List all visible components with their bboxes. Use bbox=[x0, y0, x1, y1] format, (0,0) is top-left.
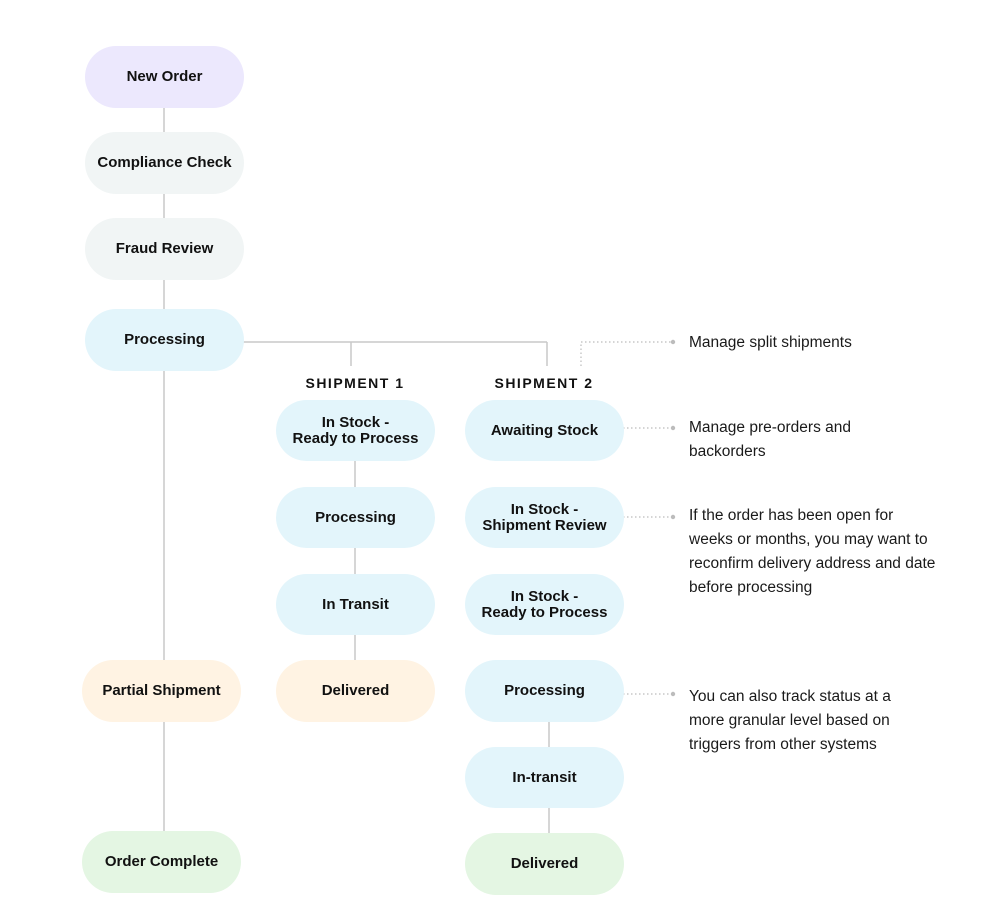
node-order-complete: Order Complete bbox=[82, 831, 241, 893]
node-s2-in-transit: In-transit bbox=[465, 747, 624, 808]
dot-granular bbox=[670, 691, 676, 697]
node-s2-processing: Processing bbox=[465, 660, 624, 722]
node-compliance-check: Compliance Check bbox=[85, 132, 244, 194]
node-processing: Processing bbox=[85, 309, 244, 371]
node-s2-in-stock-ready: In Stock - Ready to Process bbox=[465, 574, 624, 635]
node-new-order: New Order bbox=[85, 46, 244, 108]
dot-split bbox=[670, 339, 676, 345]
node-s1-in-transit: In Transit bbox=[276, 574, 435, 635]
node-s2-in-stock-review: In Stock - Shipment Review bbox=[465, 487, 624, 548]
node-s1-delivered: Delivered bbox=[276, 660, 435, 722]
note-split-shipments: Manage split shipments bbox=[689, 334, 852, 351]
node-partial-shipment: Partial Shipment bbox=[82, 660, 241, 722]
node-fraud-review: Fraud Review bbox=[85, 218, 244, 280]
dotted-split-note bbox=[580, 341, 672, 366]
node-s1-processing: Processing bbox=[276, 487, 435, 548]
node-s2-delivered: Delivered bbox=[465, 833, 624, 895]
node-s1-in-stock-ready: In Stock - Ready to Process bbox=[276, 400, 435, 461]
note-granular-tracking: You can also track status at a more gran… bbox=[689, 688, 891, 753]
dot-preorders bbox=[670, 425, 676, 431]
dot-reconfirm bbox=[670, 514, 676, 520]
node-s2-awaiting-stock: Awaiting Stock bbox=[465, 400, 624, 461]
note-preorders-backorders: Manage pre-orders and backorders bbox=[689, 419, 851, 460]
shipment2-header: SHIPMENT 2 bbox=[494, 375, 594, 391]
note-reconfirm-delivery: If the order has been open for weeks or … bbox=[689, 507, 936, 596]
shipment1-header: SHIPMENT 1 bbox=[305, 375, 405, 391]
